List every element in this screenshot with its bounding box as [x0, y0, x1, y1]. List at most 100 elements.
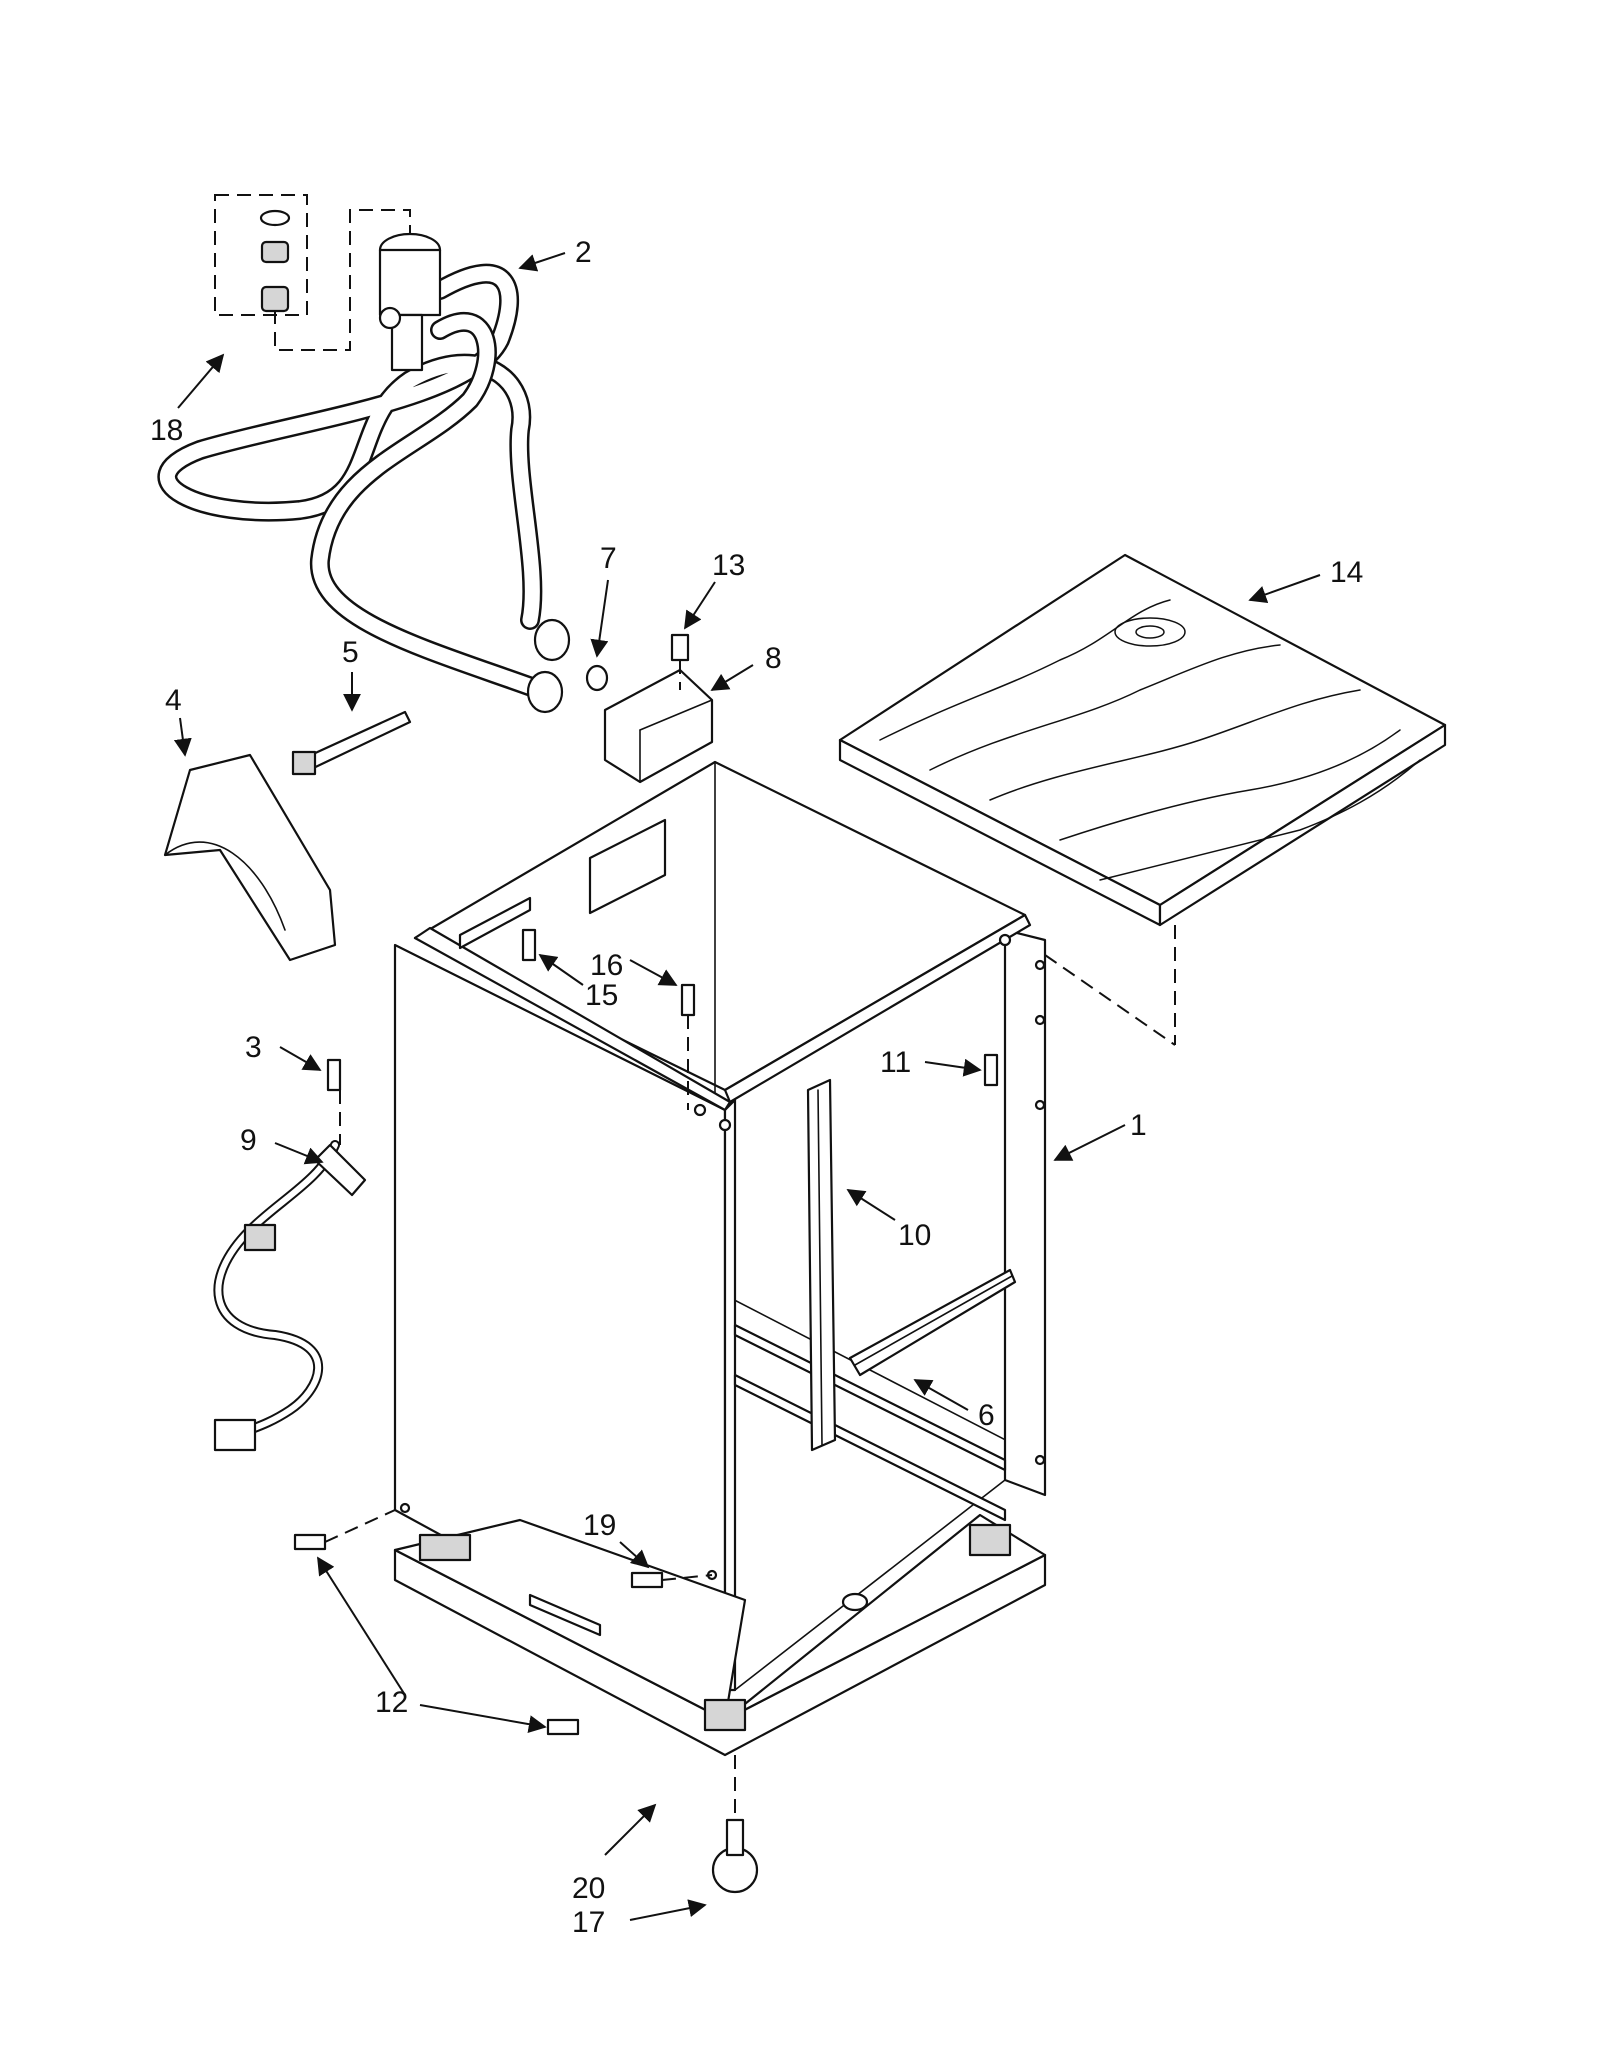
screw-13	[670, 633, 690, 662]
callout-3: 3	[245, 1031, 262, 1064]
leader-lines	[173, 252, 1321, 1921]
wire-bracket-curve	[164, 841, 286, 931]
hole	[718, 1118, 732, 1132]
kit-connector-line	[274, 209, 411, 351]
callout-17: 17	[572, 1906, 605, 1939]
callout-2: 2	[575, 236, 592, 269]
worktop-side-edge	[1158, 723, 1447, 927]
cabinet	[393, 760, 1047, 1692]
screw-12b	[546, 1718, 580, 1736]
caster-stem	[725, 1818, 745, 1857]
cord-plug	[213, 1418, 257, 1452]
assembly-line	[324, 1509, 396, 1543]
leader-2	[518, 252, 566, 272]
leader-4	[173, 717, 192, 757]
leader-8	[710, 664, 754, 691]
callout-20: 20	[572, 1872, 605, 1905]
hole	[1034, 1099, 1046, 1111]
hole	[399, 1502, 411, 1514]
cabinet-right-flange	[1003, 928, 1047, 1497]
leader-9	[274, 1142, 324, 1165]
leader-17	[629, 1899, 707, 1921]
callout-19: 19	[583, 1509, 616, 1542]
wood-grain	[1059, 729, 1401, 841]
wood-knot	[1114, 617, 1186, 647]
leader-11	[924, 1058, 982, 1077]
callout-1: 1	[1130, 1109, 1147, 1142]
hole	[998, 933, 1012, 947]
callout-5: 5	[342, 636, 359, 669]
drain-hose-inner	[312, 314, 548, 698]
base-right-tray	[723, 1513, 1047, 1722]
screw-15	[521, 928, 537, 962]
base-frame	[393, 1513, 1047, 1757]
washer-kit-box	[214, 194, 308, 316]
callout-labels: 1 2 3 4 5 6 7 8 9 10 11 12 13 14 15 16 1…	[150, 236, 1363, 1939]
assembly-line	[1044, 954, 1176, 1046]
cable-tie-head	[291, 750, 317, 776]
junction-box	[603, 668, 714, 784]
leader-15	[538, 953, 584, 986]
leader-7	[590, 579, 609, 658]
angle-bracket-fold	[854, 1275, 1013, 1366]
vertical-bracket	[806, 1078, 837, 1452]
lower-cross-rail	[733, 1373, 1007, 1522]
screw-3	[326, 1058, 342, 1092]
hole	[1034, 1454, 1046, 1466]
callout-6: 6	[978, 1399, 995, 1432]
worktop	[838, 553, 1447, 927]
leader-16	[629, 959, 678, 986]
screw-19	[630, 1571, 664, 1589]
vertical-bracket-fold	[817, 1089, 823, 1446]
leader-12a	[317, 1556, 406, 1696]
callout-9: 9	[240, 1124, 257, 1157]
junction-box-edge	[639, 699, 713, 731]
back-cross-rail	[733, 1323, 1007, 1472]
wire-bracket	[163, 753, 337, 962]
leader-20	[604, 1803, 657, 1856]
wood-grain	[989, 689, 1361, 801]
cabinet-bottom-right-edge	[734, 1479, 1006, 1691]
callout-11: 11	[880, 1046, 911, 1079]
foot-pad	[703, 1698, 747, 1732]
cable-tie	[298, 710, 412, 774]
callout-18: 18	[150, 414, 183, 447]
wood-grain	[929, 644, 1281, 771]
callout-12: 12	[375, 1686, 408, 1719]
worktop-surface	[838, 553, 1447, 907]
top-cutout	[588, 818, 667, 915]
top-slot	[458, 896, 532, 950]
hose-coupling	[533, 618, 571, 662]
cord-strain-relief	[243, 1223, 277, 1252]
screw-16	[680, 983, 696, 1017]
leader-13	[684, 581, 716, 630]
inlet-valve-assembly	[157, 194, 571, 714]
base-boss	[841, 1592, 869, 1612]
power-cord-inner	[215, 1142, 338, 1443]
callout-4: 4	[165, 684, 182, 717]
hose-end	[526, 670, 564, 714]
foot-pad	[968, 1523, 1012, 1557]
wood-knot	[1135, 625, 1165, 639]
leader-6	[913, 1379, 969, 1411]
screw-12a	[293, 1533, 327, 1551]
leader-1	[1053, 1124, 1126, 1161]
leader-19	[619, 1541, 650, 1569]
power-cord	[213, 1140, 340, 1445]
valve-body	[378, 248, 442, 317]
leader-3	[279, 1046, 322, 1071]
screen	[260, 240, 290, 264]
callout-16: 16	[590, 949, 623, 982]
hole	[693, 1103, 707, 1117]
foot-pad	[418, 1533, 472, 1562]
callout-14: 14	[1330, 556, 1363, 589]
callout-10: 10	[898, 1219, 931, 1252]
screw-11	[983, 1053, 999, 1087]
base-slot	[528, 1593, 602, 1637]
washer-7	[585, 664, 609, 692]
leader-14	[1248, 574, 1321, 604]
top-right-rail	[723, 913, 1032, 1104]
angle-bracket	[848, 1268, 1017, 1377]
wood-grain	[879, 599, 1171, 741]
